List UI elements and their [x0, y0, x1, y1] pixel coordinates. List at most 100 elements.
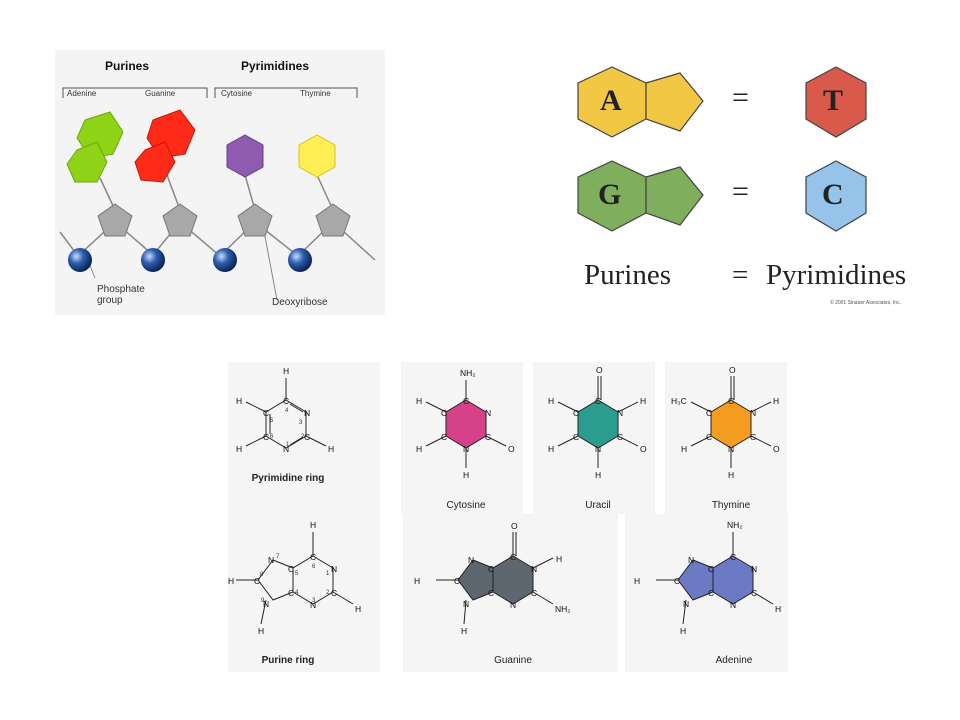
- atom-label: H: [681, 444, 687, 454]
- atom-label: H: [283, 366, 289, 376]
- atom-label: H: [556, 554, 562, 564]
- sugar: [237, 203, 273, 237]
- atom-label: O: [640, 444, 647, 454]
- atom-label: N: [463, 599, 469, 609]
- atom-label: C: [706, 408, 712, 418]
- adenine-letter: A: [600, 84, 622, 117]
- ring-number: 6: [312, 564, 316, 570]
- adenine-base: [66, 111, 124, 183]
- atom-label: H: [236, 396, 242, 406]
- atom-label: N: [283, 444, 289, 454]
- phosphate-label: Phosphate group: [97, 284, 145, 306]
- structures-svg: H C N C N C C H H H NH₂ C N C N C C H H …: [228, 362, 788, 672]
- ring-number: 7: [276, 554, 280, 560]
- adenine-shape: [577, 66, 704, 138]
- nucleotide-svg: [59, 87, 376, 301]
- atom-label: O: [729, 365, 736, 375]
- atom-label: C: [288, 564, 294, 574]
- atom-label: C: [573, 408, 579, 418]
- ring-number: 2: [301, 434, 305, 440]
- nucleotide-diagram: Purines Pyrimidines: [55, 50, 385, 315]
- atom-label: C: [485, 432, 491, 442]
- atom-label: N: [683, 599, 689, 609]
- guanine-letter: G: [598, 178, 622, 211]
- ring-number: 5: [270, 418, 274, 424]
- uracil-label: Uracil: [585, 500, 611, 511]
- atom-label: C: [750, 432, 756, 442]
- atom-label: H: [228, 576, 234, 586]
- purine-ring-label: Purine ring: [261, 655, 315, 666]
- atom-label: C: [310, 552, 316, 562]
- phosphate: [68, 248, 92, 272]
- atom-label: NH₂: [555, 604, 571, 614]
- guanine-label: Guanine: [494, 655, 532, 666]
- equals-sign: =: [732, 175, 749, 208]
- pyrimidines-title: Pyrimidines: [241, 59, 310, 73]
- atom-label: H: [416, 444, 422, 454]
- atom-label: H: [773, 396, 779, 406]
- atom-label: H: [258, 626, 264, 636]
- ring-number: 4: [285, 408, 289, 414]
- phosphate: [213, 248, 237, 272]
- ring-number: 9: [261, 598, 265, 604]
- atom-label: N: [510, 600, 516, 610]
- sugar: [162, 203, 198, 237]
- atom-label: N: [617, 408, 623, 418]
- atom-label: H: [548, 444, 554, 454]
- copyright-text: © 2001 Sinauer Associates, Inc.: [830, 300, 901, 306]
- atom-label: N: [688, 555, 694, 565]
- atom-label: C: [283, 396, 289, 406]
- guanine-base: [134, 109, 196, 183]
- atom-label: H: [236, 444, 242, 454]
- atom-label: H: [463, 470, 469, 480]
- ring-number: 3: [299, 420, 303, 426]
- ring-number: 2: [326, 590, 330, 596]
- atom-label: N: [331, 564, 337, 574]
- atom-label: C: [674, 576, 680, 586]
- atom-label: C: [441, 432, 447, 442]
- atom-label: N: [750, 408, 756, 418]
- uracil-structure: [557, 376, 639, 468]
- ring-number: 5: [295, 571, 299, 577]
- atom-label: C: [510, 552, 516, 562]
- pyrimidine-ring-label: Pyrimidine ring: [251, 473, 325, 484]
- atom-label: N: [728, 444, 734, 454]
- atom-label: C: [708, 588, 714, 598]
- guanine-label: Guanine: [145, 89, 176, 98]
- atom-label: NH₂: [460, 368, 476, 378]
- atom-label: N: [531, 564, 537, 574]
- atom-label: C: [288, 588, 294, 598]
- pyrimidine-ring: [245, 378, 327, 449]
- atom-label: C: [304, 432, 310, 442]
- atom-label: C: [488, 564, 494, 574]
- atom-label: C: [488, 588, 494, 598]
- atom-label: C: [331, 588, 337, 598]
- adenine-label: Adenine: [715, 655, 753, 666]
- atom-label: C: [441, 408, 447, 418]
- atom-label: C: [254, 576, 260, 586]
- atom-label: H: [355, 604, 361, 614]
- purine-ring: [236, 532, 354, 625]
- atom-label: O: [596, 365, 603, 375]
- purines-title: Purines: [105, 59, 150, 73]
- atom-label: H: [640, 396, 646, 406]
- atom-label: H: [414, 576, 420, 586]
- phosphate: [288, 248, 312, 272]
- ring-number: 8: [260, 572, 264, 578]
- structures-panel: H C N C N C C H H H NH₂ C N C N C C H H …: [228, 362, 788, 672]
- thymine-letter: T: [823, 84, 844, 117]
- ring-number: 3: [312, 598, 316, 604]
- atom-label: N: [310, 600, 316, 610]
- adenine-structure: [656, 532, 774, 625]
- cytosine-letter: C: [822, 178, 844, 211]
- ring-number: 1: [286, 442, 290, 448]
- atom-label: C: [531, 588, 537, 598]
- thymine-structure: [690, 376, 772, 468]
- atom-label: C: [751, 588, 757, 598]
- atom-label: H: [680, 626, 686, 636]
- atom-label: N: [730, 600, 736, 610]
- atom-label: O: [773, 444, 780, 454]
- ring-number: 4: [295, 590, 299, 596]
- rule-purines: Purines: [584, 259, 671, 291]
- ring-number: 6: [270, 434, 274, 440]
